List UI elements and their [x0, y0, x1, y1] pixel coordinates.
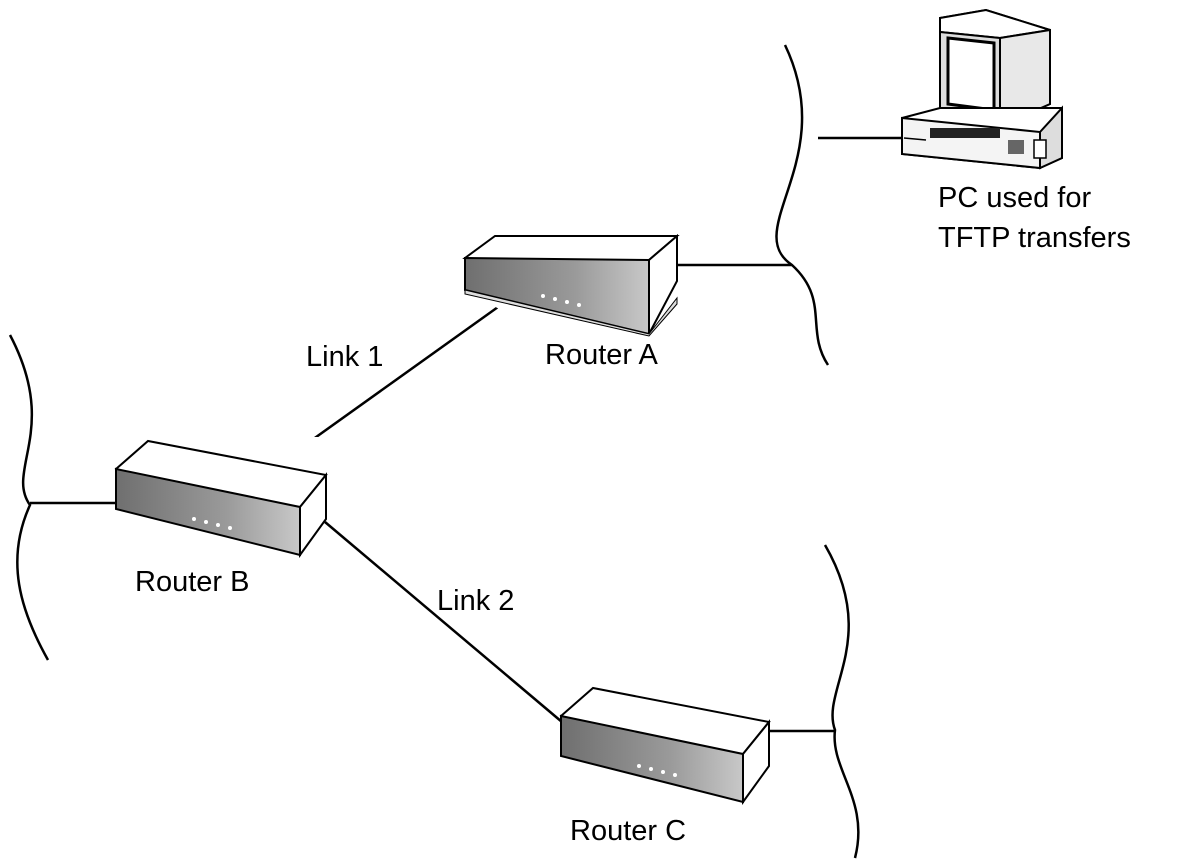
pc-icon: [901, 8, 1063, 170]
router-b-label: Router B: [135, 566, 250, 598]
link-2-line: [324, 521, 563, 723]
router-c-label: Router C: [570, 815, 687, 847]
router-a-label: Router A: [545, 339, 658, 371]
link-2-label: Link 2: [437, 585, 515, 617]
link-1-label: Link 1: [306, 341, 384, 373]
pc-label-line-1: PC used for: [938, 182, 1092, 214]
network-segment-right-top: [775, 44, 830, 366]
router-c-icon: [559, 686, 771, 806]
router-a-icon: [462, 233, 680, 337]
pc-label-line-2: TFTP transfers: [938, 222, 1131, 254]
network-segment-left: [8, 334, 50, 661]
router-b-icon: [114, 437, 328, 559]
network-segment-right-bottom: [823, 544, 860, 859]
